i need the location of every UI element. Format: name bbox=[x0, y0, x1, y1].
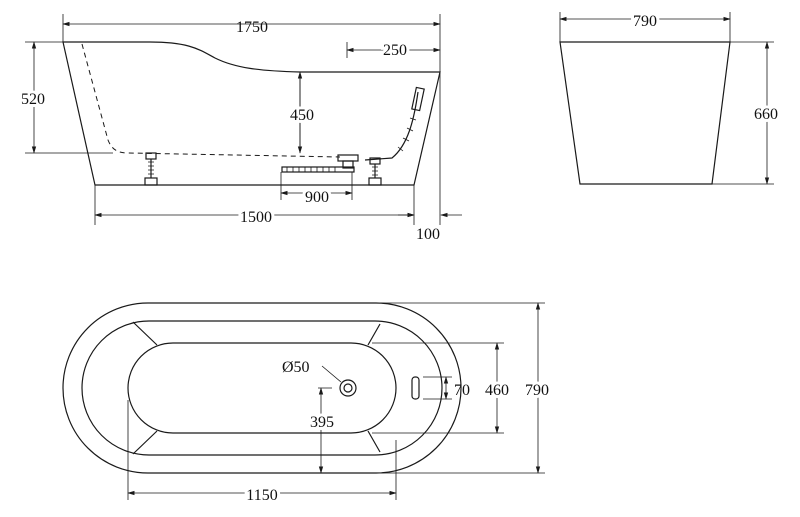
dim-label-70: 70 bbox=[454, 382, 470, 399]
dim-label-520: 520 bbox=[21, 91, 45, 108]
plan-corner-lines bbox=[132, 321, 381, 455]
dim-label-drain-diameter: Ø50 bbox=[282, 359, 310, 376]
side-view-outline bbox=[62, 41, 441, 186]
dim-label-1500: 1500 bbox=[240, 209, 272, 226]
dim-label-100: 100 bbox=[416, 226, 440, 243]
left-foot bbox=[144, 152, 158, 186]
dim-label-660: 660 bbox=[754, 106, 778, 123]
dim-label-395: 395 bbox=[310, 414, 334, 431]
faucet-icon bbox=[411, 86, 425, 112]
drain-assembly bbox=[281, 154, 359, 173]
end-view: 790 660 bbox=[559, 10, 781, 185]
drain-hose bbox=[364, 91, 419, 161]
dim-label-plan-790: 790 bbox=[525, 382, 549, 399]
hose-segments bbox=[397, 117, 417, 152]
dim-label-900: 900 bbox=[305, 189, 329, 206]
plan-inner-rim bbox=[81, 320, 443, 456]
dim-label-1150: 1150 bbox=[246, 487, 277, 504]
dim-label-450: 450 bbox=[290, 107, 314, 124]
overflow-icon bbox=[411, 376, 420, 400]
plan-view: Ø50 70 460 790 395 1150 bbox=[62, 302, 552, 507]
dim-label-end-790: 790 bbox=[633, 13, 657, 30]
side-view: 1750 520 250 450 900 1500 100 bbox=[18, 14, 462, 243]
drain-inner-icon bbox=[343, 383, 353, 393]
dim-label-460: 460 bbox=[485, 382, 509, 399]
plan-outer-rim bbox=[62, 302, 462, 474]
dim-label-250: 250 bbox=[383, 42, 407, 59]
dim-label-1750: 1750 bbox=[236, 19, 268, 36]
drain-icon bbox=[339, 379, 357, 397]
right-foot bbox=[368, 157, 382, 186]
end-view-outline bbox=[559, 41, 731, 185]
side-view-inner-dashed bbox=[81, 43, 341, 158]
plan-basin bbox=[127, 342, 397, 434]
